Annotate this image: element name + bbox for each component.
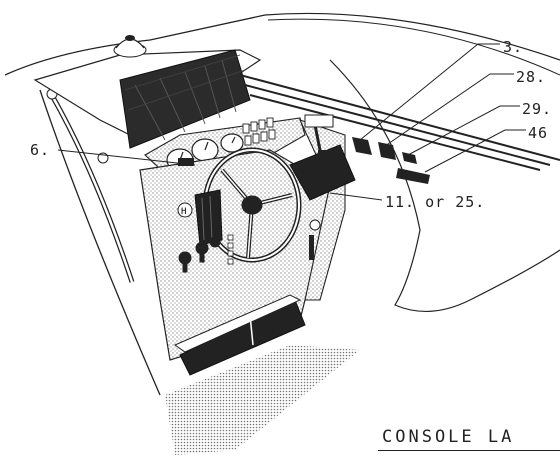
callout-3: 3. (503, 38, 524, 56)
knobs (178, 236, 221, 273)
caption-underline (378, 450, 560, 451)
switch-3 (352, 137, 372, 155)
rail-lines (239, 74, 560, 171)
svg-text:H: H (181, 207, 186, 217)
horn-button (177, 202, 193, 218)
switch-29 (402, 152, 417, 164)
diagram-caption: CONSOLE LA (382, 427, 515, 447)
windscreen-glass (119, 49, 251, 149)
small-switch (178, 158, 194, 166)
callout-11-or-25: 11. or 25. (385, 193, 486, 211)
leader-11 (329, 192, 383, 201)
leader-29 (407, 105, 520, 156)
leader-28 (384, 73, 514, 147)
callout-46: 46 (528, 124, 549, 142)
leader-3 (359, 43, 500, 141)
callout-6: 6. (30, 141, 51, 159)
windshield-frame-inner (267, 18, 560, 76)
switch-bank (242, 117, 276, 146)
cable (309, 235, 314, 260)
switch-46 (396, 168, 430, 184)
ignition (309, 219, 321, 231)
switch-28 (378, 142, 396, 160)
leader-6 (57, 149, 196, 166)
throttle-handle (304, 114, 334, 128)
deck-right-edge (329, 59, 560, 313)
floor-shadow (165, 345, 360, 455)
windshield-frame-top (264, 12, 560, 61)
deck-outline (4, 14, 266, 76)
breaker-column (227, 234, 234, 265)
leader-46 (424, 129, 526, 173)
callout-28: 28. (516, 68, 547, 86)
dark-unit (194, 189, 223, 246)
callout-29: 29. (522, 100, 553, 118)
hull-side (39, 89, 161, 396)
